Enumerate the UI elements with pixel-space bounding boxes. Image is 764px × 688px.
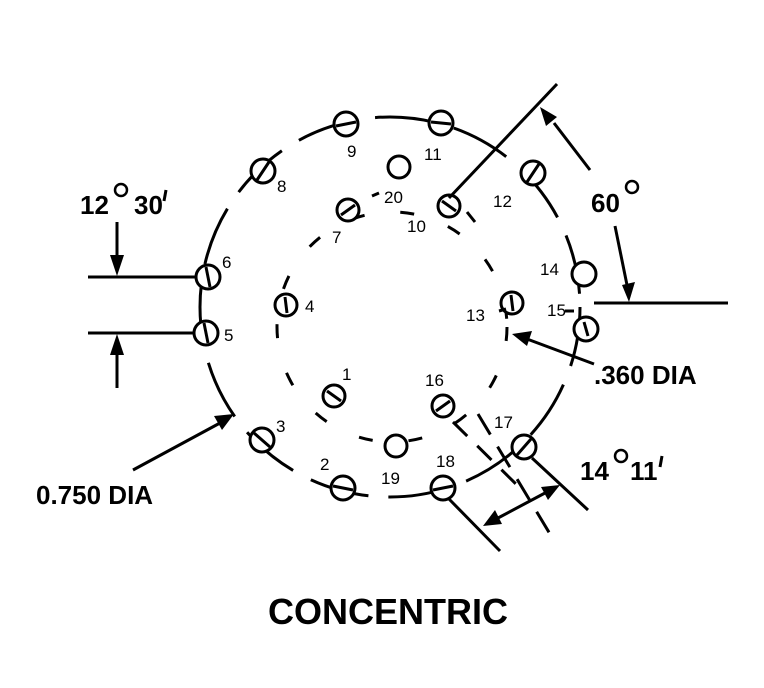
contact-7 — [335, 197, 361, 223]
contact-4 — [273, 292, 299, 318]
label-7: 7 — [332, 228, 341, 247]
label-12: 12 — [493, 192, 512, 211]
contact-20 — [386, 154, 412, 180]
leader-10 — [465, 211, 477, 223]
label-6: 6 — [222, 253, 231, 272]
label-11: 11 — [424, 145, 442, 164]
label-10: 10 — [407, 217, 426, 236]
svg-text:14: 14 — [580, 456, 609, 486]
extension-line-17 — [530, 456, 590, 512]
leader-13 — [498, 307, 507, 313]
label-18: 18 — [436, 452, 455, 471]
contact-6 — [194, 263, 222, 291]
leader-20 — [371, 191, 380, 198]
label-5: 5 — [224, 326, 233, 345]
outer-bolt-circle — [198, 115, 582, 499]
contact-8 — [249, 157, 277, 185]
angle-60-arrow-lower — [613, 225, 629, 286]
contact-11 — [427, 109, 455, 137]
label-17: 17 — [494, 413, 513, 432]
svg-text:30: 30 — [134, 190, 163, 220]
angle-60-arrow-upper — [552, 122, 592, 171]
label-8: 8 — [277, 177, 286, 196]
svg-text:60: 60 — [591, 188, 620, 218]
label-15: 15 — [547, 301, 566, 320]
label-3: 3 — [276, 417, 285, 436]
label-14: 14 — [540, 260, 559, 279]
contact-3 — [248, 426, 276, 454]
contact-18 — [429, 474, 457, 502]
label-13: 13 — [466, 306, 485, 325]
inner-bolt-circle — [275, 210, 509, 444]
contact-16 — [430, 393, 456, 419]
contact-1 — [321, 383, 347, 409]
angle-12-30-label: 12 30 — [80, 182, 168, 220]
label-20: 20 — [384, 188, 403, 207]
contact-9 — [332, 110, 360, 138]
contact-dia-label: .360 DIA — [594, 360, 697, 390]
center-line-17 — [476, 413, 552, 535]
diagram-title: CONCENTRIC — [268, 591, 508, 632]
contact-19 — [383, 433, 409, 459]
angle-14-arrow — [497, 491, 546, 520]
contact-dia-leader — [526, 337, 595, 366]
contact-17 — [510, 433, 538, 461]
contact-5 — [192, 319, 220, 347]
contact-12 — [519, 159, 547, 187]
label-2: 2 — [320, 455, 329, 474]
contact-13 — [499, 290, 525, 316]
contact-2 — [329, 474, 357, 502]
label-9: 9 — [347, 142, 356, 161]
contact-15 — [572, 315, 600, 343]
label-16: 16 — [425, 371, 444, 390]
label-1: 1 — [342, 365, 351, 384]
contact-14 — [570, 260, 598, 288]
outer-dia-leader — [132, 421, 221, 472]
svg-text:12: 12 — [80, 190, 109, 220]
angle-60-label: 60 — [591, 179, 640, 218]
angle-14-11-label: 14 11 — [580, 448, 664, 486]
reference-line-10 — [447, 82, 559, 200]
center-line-18 — [451, 420, 522, 490]
svg-text:11: 11 — [630, 456, 658, 486]
outer-dia-label: 0.750 DIA — [36, 480, 153, 510]
label-19: 19 — [381, 469, 400, 488]
contact-10 — [436, 193, 462, 219]
label-4: 4 — [305, 297, 314, 316]
extension-line-18 — [447, 497, 502, 553]
